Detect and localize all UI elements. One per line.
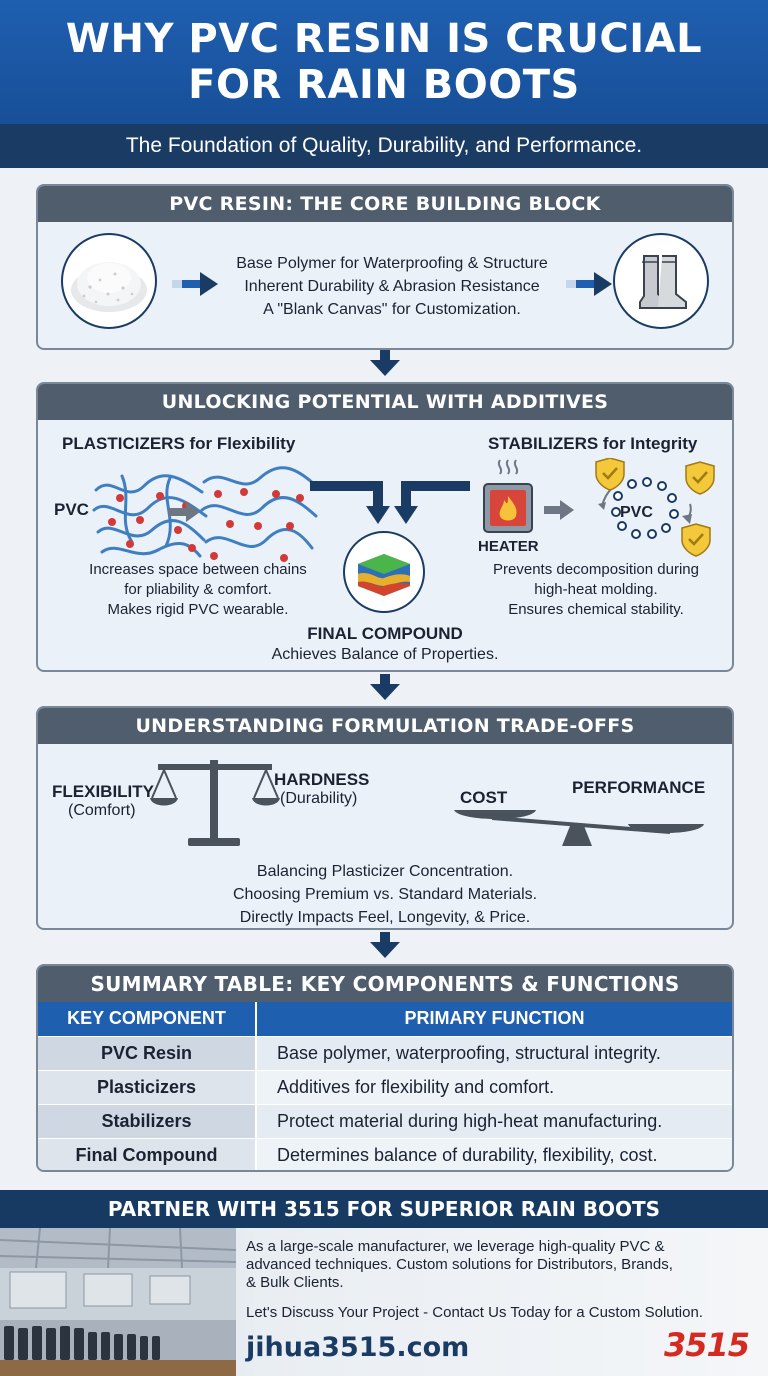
arrow-right-icon [566,272,612,296]
plasticizers-line: Increases space between chains [89,561,307,578]
website-link[interactable]: jihua3515.com [246,1332,470,1363]
function-cell: Determines balance of durability, flexib… [256,1137,732,1170]
pvc-powder-icon [61,233,157,329]
core-panel-title: PVC RESIN: THE CORE BUILDING BLOCK [38,186,732,222]
footer-title-bar: PARTNER WITH 3515 FOR SUPERIOR RAIN BOOT… [0,1190,768,1228]
arrow-down-icon [370,932,400,958]
heater-icon [483,459,533,533]
flexibility-label: FLEXIBILITY [52,782,154,801]
function-cell: Additives for flexibility and comfort. [256,1069,732,1104]
page-subtitle: The Foundation of Quality, Durability, a… [125,134,643,157]
column-header: KEY COMPONENT [38,1002,257,1036]
final-compound-title: FINAL COMPOUND [307,624,463,643]
title-banner: WHY PVC RESIN IS CRUCIAL FOR RAIN BOOTS [0,0,768,124]
merge-arrows-icon [310,481,470,524]
component-cell: Plasticizers [38,1069,257,1104]
footer-cta: Let's Discuss Your Project - Contact Us … [246,1304,703,1321]
performance-label: PERFORMANCE [572,778,706,797]
stabilizers-description: Prevents decomposition during high-heat … [462,560,730,620]
component-cell: Stabilizers [38,1103,257,1138]
cost-label: COST [460,788,508,807]
arrow-right-icon [168,502,200,522]
flexible-chains-icon [200,466,318,562]
heater-label: HEATER [478,538,539,555]
core-line: Inherent Durability & Abrasion Resistanc… [244,278,540,295]
stabilizers-line: Prevents decomposition during [493,561,699,578]
table-row: Final Compound Determines balance of dur… [38,1137,732,1170]
footer-body-line: & Bulk Clients. [246,1274,344,1291]
plasticizers-line: for pliability & comfort. [124,581,272,598]
factory-photo [0,1228,236,1376]
component-cell: PVC Resin [38,1035,257,1070]
final-compound-icon [343,531,425,613]
hardness-label: HARDNESS [274,770,370,789]
subtitle-banner: The Foundation of Quality, Durability, a… [0,124,768,168]
core-description: Base Polymer for Waterproofing & Structu… [210,252,574,321]
column-header: PRIMARY FUNCTION [256,1002,732,1036]
tradeoffs-line: Directly Impacts Feel, Longevity, & Pric… [239,909,531,926]
component-cell: Final Compound [38,1137,257,1170]
core-panel: PVC RESIN: THE CORE BUILDING BLOCK Base … [36,184,734,350]
footer-body-line: As a large-scale manufacturer, we levera… [246,1238,665,1255]
summary-table: KEY COMPONENT PRIMARY FUNCTION PVC Resin… [38,1002,732,1170]
tradeoffs-line: Balancing Plasticizer Concentration. [256,863,514,880]
tradeoffs-line: Choosing Premium vs. Standard Materials. [232,886,538,903]
plasticizers-description: Increases space between chains for pliab… [60,560,336,620]
arrow-right-icon [172,272,218,296]
stabilizer-pvc-label: PVC [620,504,653,521]
arrow-down-icon [370,674,400,700]
stabilizers-line: Ensures chemical stability. [508,601,684,618]
balance-scale-icon [150,760,280,846]
plasticizers-title: PLASTICIZERS for Flexibility [62,434,296,453]
table-header-row: KEY COMPONENT PRIMARY FUNCTION [38,1002,732,1036]
function-cell: Base polymer, waterproofing, structural … [256,1035,732,1070]
rigid-chains-icon [92,474,208,558]
tradeoffs-description: Balancing Plasticizer Concentration. Cho… [38,860,732,928]
core-line: A "Blank Canvas" for Customization. [263,301,521,318]
tradeoffs-panel-title: UNDERSTANDING FORMULATION TRADE-OFFS [38,708,732,744]
brand-logo: 3515 [664,1326,750,1364]
flexibility-sublabel: (Comfort) [68,802,136,819]
footer: As a large-scale manufacturer, we levera… [0,1228,768,1376]
rain-boots-icon [613,233,709,329]
table-row: PVC Resin Base polymer, waterproofing, s… [38,1035,732,1070]
stabilizers-title: STABILIZERS for Integrity [488,434,698,453]
footer-body-line: advanced techniques. Custom solutions fo… [246,1256,673,1273]
summary-panel: SUMMARY TABLE: KEY COMPONENTS & FUNCTION… [36,964,734,1172]
stabilized-pvc-icon [595,458,715,557]
footer-body: As a large-scale manufacturer, we levera… [246,1238,673,1292]
function-cell: Protect material during high-heat manufa… [256,1103,732,1138]
arrow-right-icon [544,500,574,520]
stabilizers-line: high-heat molding. [534,581,658,598]
plasticizers-line: Makes rigid PVC wearable. [107,601,289,618]
plasticizer-pvc-label: PVC [54,500,89,519]
final-compound-description: Achieves Balance of Properties. [271,646,499,663]
page-title: WHY PVC RESIN IS CRUCIAL FOR RAIN BOOTS [65,16,703,108]
hardness-sublabel: (Durability) [280,790,358,807]
additives-panel-title: UNLOCKING POTENTIAL WITH ADDITIVES [38,384,732,420]
summary-panel-title: SUMMARY TABLE: KEY COMPONENTS & FUNCTION… [38,966,732,1002]
table-row: Plasticizers Additives for flexibility a… [38,1069,732,1104]
table-row: Stabilizers Protect material during high… [38,1103,732,1138]
additives-panel: UNLOCKING POTENTIAL WITH ADDITIVES PLAST… [36,382,734,672]
tradeoffs-panel: UNDERSTANDING FORMULATION TRADE-OFFS FLE… [36,706,734,930]
tilted-scale-icon [454,810,704,846]
arrow-down-icon [370,350,400,376]
core-line: Base Polymer for Waterproofing & Structu… [236,255,548,272]
